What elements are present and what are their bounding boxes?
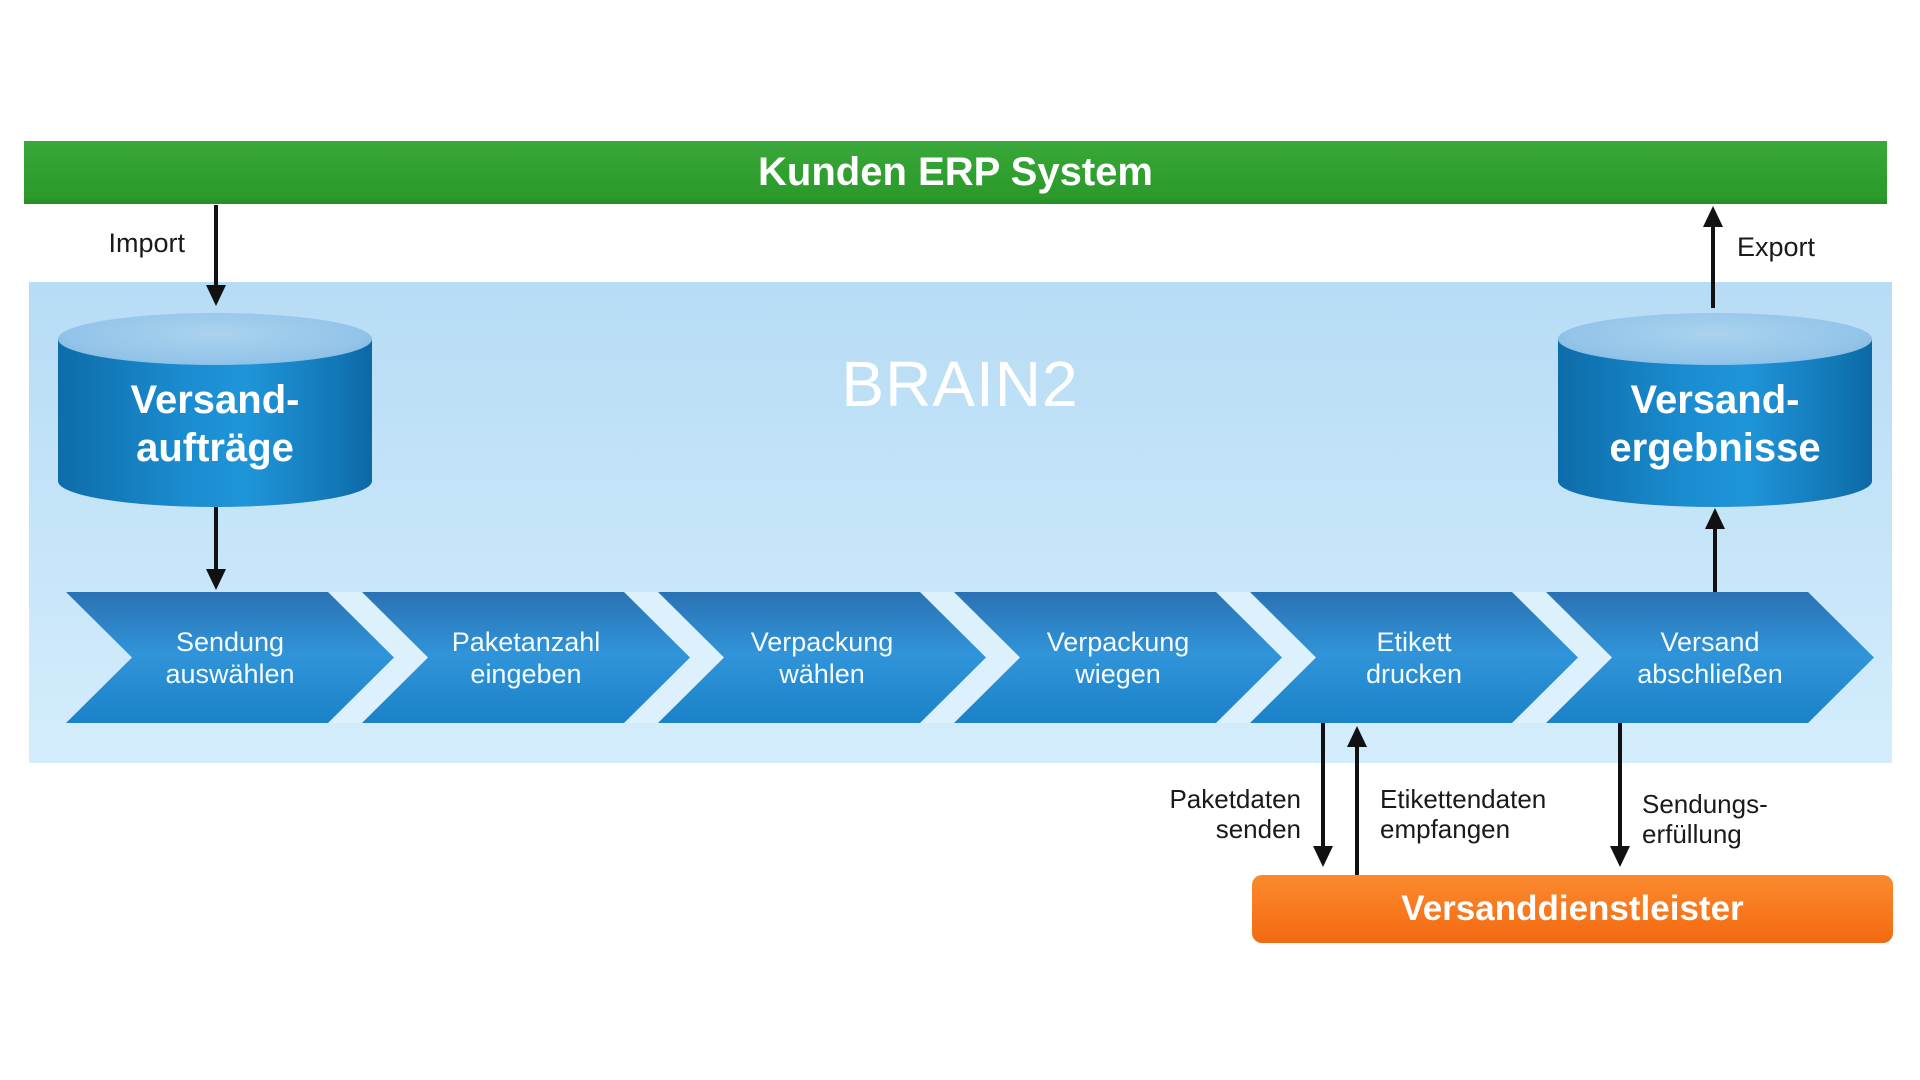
shipment-fulfillment-label: Sendungs- erfüllung (1642, 789, 1768, 849)
erp-system-bar: Kunden ERP System (24, 141, 1887, 204)
shipping-results-cylinder-top (1558, 313, 1872, 365)
shipping-results-label-line2: ergebnisse (1609, 426, 1821, 470)
receive-label-data-label: Etikettendaten empfangen (1380, 784, 1546, 844)
shipping-results-label: Versand- ergebnisse (1558, 376, 1872, 472)
step-select-shipment-line2: auswählen (165, 658, 295, 689)
step-print-label-line2: drucken (1365, 658, 1463, 689)
step-choose-packaging-line1: Verpackung (750, 626, 894, 657)
shipment-fulfillment-line1: Sendungs- (1642, 789, 1768, 819)
step-weigh-packaging-line2: wiegen (1075, 658, 1161, 689)
send-package-data-line1: Paketdaten (1169, 784, 1301, 814)
step-select-shipment-line1: Sendung (175, 626, 285, 657)
send-package-data-line2: senden (1215, 814, 1301, 844)
shipping-orders-cylinder-top (58, 313, 372, 365)
shipping-results-cylinder (1558, 339, 1872, 507)
brain2-title: BRAIN2 (841, 348, 1079, 420)
step-weigh-packaging-line1: Verpackung (1046, 626, 1190, 657)
shipping-orders-label-line1: Versand- (130, 378, 300, 422)
step-complete-shipping-line2: abschließen (1637, 658, 1783, 689)
step-print-label-line1: Etikett (1376, 626, 1452, 657)
carrier-bar: Versanddienstleister (1252, 875, 1893, 943)
import-label: Import (108, 228, 185, 258)
receive-label-data-line1: Etikettendaten (1380, 784, 1547, 814)
shipping-orders-label: Versand- aufträge (58, 376, 372, 472)
step-choose-packaging-line2: wählen (779, 658, 865, 689)
export-label: Export (1737, 232, 1816, 262)
shipping-results-label-line1: Versand- (1630, 378, 1800, 422)
receive-label-data-line2: empfangen (1380, 814, 1511, 844)
step-enter-package-count-line1: Paketanzahl (451, 626, 601, 657)
shipment-fulfillment-line2: erfüllung (1642, 819, 1742, 849)
shipping-orders-cylinder (58, 339, 372, 507)
step-complete-shipping-line1: Versand (1660, 626, 1760, 657)
shipping-orders-label-line2: aufträge (136, 426, 294, 470)
send-package-data-label: Paketdaten senden (1101, 784, 1301, 844)
step-enter-package-count-line2: eingeben (470, 658, 582, 689)
